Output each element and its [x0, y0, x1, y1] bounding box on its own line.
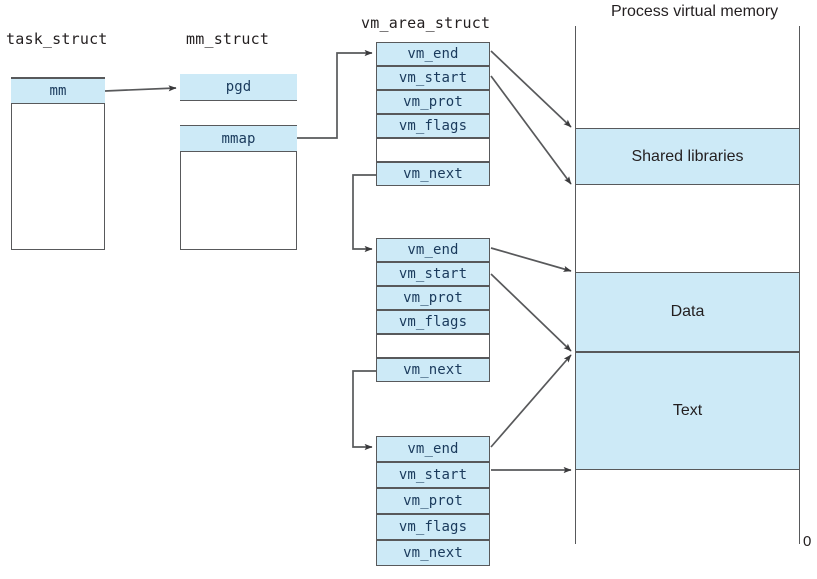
mm-struct-row-pgd[interactable]: pgd	[180, 74, 297, 101]
vma2-vm-next-label: vm_next	[403, 362, 463, 378]
task-struct-row-0	[11, 57, 105, 78]
arrow-vma2-start-to-data-bottom	[490, 273, 572, 352]
mm-struct-mmap-label: mmap	[221, 130, 256, 147]
memory-region-text-label: Text	[672, 402, 703, 419]
vma2-vm-prot-label: vm_prot	[403, 290, 463, 306]
vma1-row-vm-start[interactable]: vm_start	[376, 66, 490, 90]
vma3-vm-prot-label: vm_prot	[403, 493, 463, 509]
arrow-vma2-end-to-data-top	[490, 247, 572, 272]
arrow-vma1-next-to-vma2	[352, 174, 376, 253]
vma2-row-vm-flags[interactable]: vm_flags	[376, 310, 490, 334]
vma1-vm-start-label: vm_start	[398, 70, 468, 86]
task-struct-row-mm[interactable]: mm	[11, 78, 105, 104]
vma3-vm-start-label: vm_start	[398, 467, 468, 483]
mm-struct-title: mm_struct	[186, 30, 270, 48]
vma3-vm-next-label: vm_next	[403, 545, 463, 561]
vma3-row-vm-prot[interactable]: vm_prot	[376, 488, 490, 514]
arrow-vma1-start-to-shlib-bottom	[490, 75, 572, 185]
vma3-vm-end-label: vm_end	[407, 441, 459, 457]
vma3-vm-flags-label: vm_flags	[398, 519, 468, 535]
vma2-row-vm-prot[interactable]: vm_prot	[376, 286, 490, 310]
vma1-row-vm-end[interactable]: vm_end	[376, 42, 490, 66]
vma2-row-vm-start[interactable]: vm_start	[376, 262, 490, 286]
vma3-row-vm-end[interactable]: vm_end	[376, 436, 490, 462]
vma2-row-vm-end[interactable]: vm_end	[376, 238, 490, 262]
arrow-vma1-end-to-shlib-top	[490, 50, 572, 128]
vma2-row-gap	[376, 334, 490, 358]
vma1-row-gap	[376, 138, 490, 162]
vma3-row-vm-next[interactable]: vm_next	[376, 540, 490, 566]
vma1-row-vm-next[interactable]: vm_next	[376, 162, 490, 186]
vma1-row-vm-flags[interactable]: vm_flags	[376, 114, 490, 138]
task-struct-mm-label: mm	[49, 83, 67, 99]
memory-region-shared-libraries-label: Shared libraries	[631, 147, 744, 165]
memory-region-middle-gap	[575, 185, 800, 272]
vma1-vm-prot-label: vm_prot	[403, 94, 463, 110]
vma3-row-vm-flags[interactable]: vm_flags	[376, 514, 490, 540]
vma1-vm-next-label: vm_next	[403, 166, 463, 182]
memory-region-shared-libraries[interactable]: Shared libraries	[575, 128, 800, 185]
mm-struct-row-mmap[interactable]: mmap	[180, 125, 297, 152]
vma2-vm-end-label: vm_end	[407, 242, 459, 258]
memory-region-data[interactable]: Data	[575, 272, 800, 352]
zero-address-label: 0	[803, 533, 812, 550]
vma1-vm-flags-label: vm_flags	[398, 118, 468, 134]
mm-struct-row-gap	[180, 101, 297, 125]
memory-region-top-gap	[575, 26, 800, 128]
memory-region-text[interactable]: Text	[575, 352, 800, 470]
vma1-row-vm-prot[interactable]: vm_prot	[376, 90, 490, 114]
vma1-vm-end-label: vm_end	[407, 46, 459, 62]
memory-region-data-label: Data	[670, 303, 705, 320]
arrow-vma2-next-to-vma3	[352, 370, 376, 451]
mm-struct-pgd-label: pgd	[225, 79, 252, 95]
arrow-mm-to-pgd	[104, 85, 177, 92]
arrow-vma3-end-to-text-top	[490, 354, 572, 448]
task-struct-title: task_struct	[6, 30, 108, 48]
vma3-row-vm-start[interactable]: vm_start	[376, 462, 490, 488]
vma2-row-vm-next[interactable]: vm_next	[376, 358, 490, 382]
vma2-vm-start-label: vm_start	[398, 266, 468, 282]
memory-region-bottom-gap	[575, 470, 800, 544]
vm-area-struct-title: vm_area_struct	[361, 14, 491, 32]
arrow-mmap-to-vma1	[297, 49, 373, 139]
vma2-vm-flags-label: vm_flags	[398, 314, 468, 330]
process-virtual-memory-title: Process virtual memory	[611, 3, 779, 20]
